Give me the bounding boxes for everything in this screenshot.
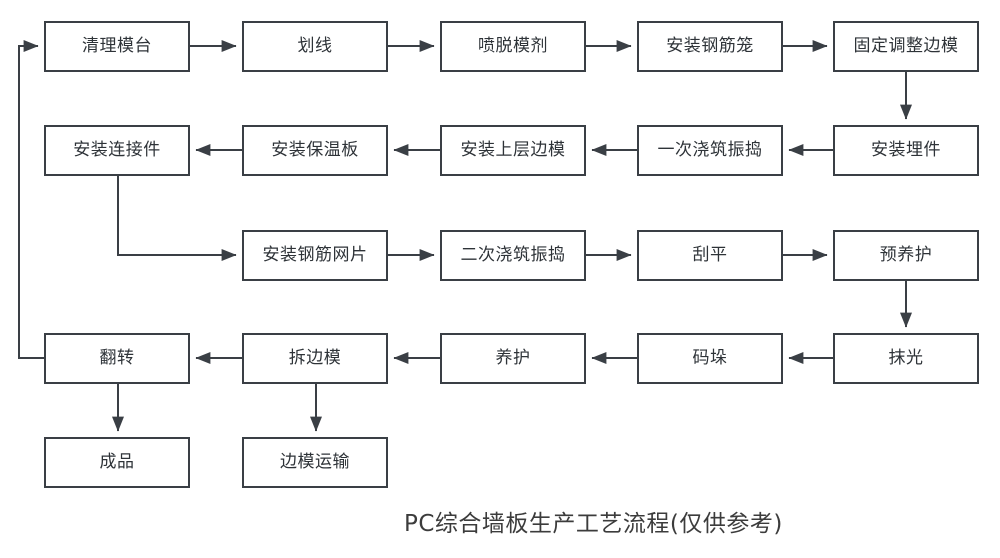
process-node-label: 安装保温板 [271, 140, 359, 160]
process-node-n12[interactable]: 二次浇筑振捣 [440, 230, 586, 281]
process-node-label: 划线 [297, 36, 333, 56]
process-node-n15[interactable]: 抹光 [833, 333, 979, 384]
process-node-n14[interactable]: 预养护 [833, 230, 979, 281]
process-node-label: 固定调整边模 [853, 36, 959, 56]
process-node-label: 预养护 [879, 245, 933, 265]
process-node-label: 码垛 [692, 348, 728, 368]
process-node-label: 翻转 [99, 348, 135, 368]
process-node-label: 一次浇筑振捣 [657, 140, 763, 160]
process-node-n06[interactable]: 安装埋件 [833, 125, 979, 176]
process-node-n17[interactable]: 养护 [440, 333, 586, 384]
process-node-n08[interactable]: 安装上层边模 [440, 125, 586, 176]
process-node-label: 边模运输 [280, 452, 350, 472]
process-node-label: 抹光 [888, 348, 924, 368]
process-node-n16[interactable]: 码垛 [637, 333, 783, 384]
process-node-n02[interactable]: 划线 [242, 21, 388, 72]
process-node-n11[interactable]: 安装钢筋网片 [242, 230, 388, 281]
process-node-n05[interactable]: 固定调整边模 [833, 21, 979, 72]
diagram-caption: PC综合墙板生产工艺流程(仅供参考) [404, 511, 783, 537]
process-node-label: 安装连接件 [73, 140, 161, 160]
process-node-label: 安装钢筋网片 [262, 245, 368, 265]
process-node-label: 清理模台 [82, 36, 152, 56]
process-node-label: 喷脱模剂 [478, 36, 548, 56]
process-node-n09[interactable]: 安装保温板 [242, 125, 388, 176]
edge-n10-to-n11 [117, 176, 237, 261]
process-node-label: 安装上层边模 [460, 140, 566, 160]
process-node-n10[interactable]: 安装连接件 [44, 125, 190, 176]
process-node-n04[interactable]: 安装钢筋笼 [637, 21, 783, 72]
process-node-label: 安装埋件 [871, 140, 941, 160]
process-node-n21[interactable]: 边模运输 [242, 437, 388, 488]
process-node-n07[interactable]: 一次浇筑振捣 [637, 125, 783, 176]
process-node-n13[interactable]: 刮平 [637, 230, 783, 281]
process-node-label: 拆边模 [288, 348, 342, 368]
process-node-label: 成品 [99, 452, 135, 472]
process-node-label: 安装钢筋笼 [666, 36, 754, 56]
edge-layer [18, 40, 912, 432]
process-node-n01[interactable]: 清理模台 [44, 21, 190, 72]
process-node-label: 刮平 [692, 245, 728, 265]
process-node-label: 养护 [495, 348, 531, 368]
process-node-n19[interactable]: 翻转 [44, 333, 190, 384]
process-node-n03[interactable]: 喷脱模剂 [440, 21, 586, 72]
process-node-n18[interactable]: 拆边模 [242, 333, 388, 384]
process-node-n20[interactable]: 成品 [44, 437, 190, 488]
edge-n19-to-n01 [18, 40, 44, 359]
process-node-label: 二次浇筑振捣 [460, 245, 566, 265]
